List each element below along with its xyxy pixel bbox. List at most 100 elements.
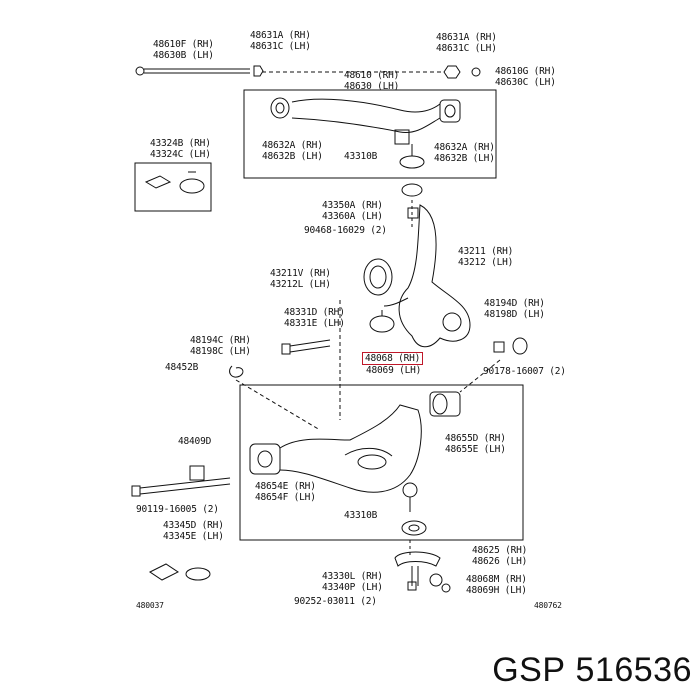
label-l18: 48452B [165, 362, 198, 373]
upper-nut-right [443, 65, 481, 79]
label-l22-line2: 48654F (LH) [255, 492, 316, 503]
label-l19: 90178-16007 (2) [483, 366, 566, 377]
lower-bolt-long [131, 465, 231, 497]
clip-48452b [229, 365, 244, 378]
hub-seal-ring [363, 258, 393, 296]
label-l3: 48631A (RH) 48631C (LH) [436, 32, 497, 54]
label-l19-line1: 90178-16007 (2) [483, 366, 566, 377]
brand-name: GSP [492, 651, 566, 689]
steering-knuckle [383, 204, 471, 348]
label-l21-line2: 48655E (LH) [445, 444, 506, 455]
label-l27-line2: 43340P (LH) [322, 582, 383, 593]
label-l13: 43211V (RH) 43212L (LH) [270, 268, 331, 290]
bottom-kit-parts [149, 563, 211, 581]
label-l27-line1: 43330L (RH) [322, 571, 383, 582]
label-l31: 480762 [534, 600, 562, 611]
label-l10: 43350A (RH) 43360A (LH) [322, 200, 383, 222]
label-l9: 48632A (RH) 48632B (LH) [434, 142, 495, 164]
label-l9-line2: 48632B (LH) [434, 153, 495, 164]
label-l5-line2: 48630 (LH) [344, 81, 400, 92]
label-l7: 48632A (RH) 48632B (LH) [262, 140, 323, 162]
label-l14: 48331D (RH) 48331E (LH) [284, 307, 345, 329]
label-l1: 48610F (RH) 48630B (LH) [153, 39, 214, 61]
label-l14-line1: 48331D (RH) [284, 307, 345, 318]
label-l12-line2: 43212 (LH) [458, 257, 514, 268]
label-l2: 48631A (RH) 48631C (LH) [250, 30, 311, 52]
label-l3-line1: 48631A (RH) [436, 32, 497, 43]
label-l26-line1: 48625 (RH) [472, 545, 528, 556]
part-number: 516536 [575, 651, 692, 689]
leader-lower-right [459, 359, 501, 393]
label-l24-line2: 43345E (LH) [163, 531, 224, 542]
upper-arm-frame [243, 89, 497, 179]
bottom-ball-joint [394, 551, 451, 593]
label-l17: 48068 (RH) 48069 (LH) [362, 352, 424, 376]
label-l28-line2: 48069H (LH) [466, 585, 527, 596]
label-l22: 48654E (RH) 48654F (LH) [255, 481, 316, 503]
label-l15-line2: 48198D (LH) [484, 309, 545, 320]
label-l24-line1: 43345D (RH) [163, 520, 224, 531]
label-l20-line1: 48409D [178, 436, 212, 447]
upper-ball-joint [399, 144, 425, 197]
label-l10-line1: 43350A (RH) [322, 200, 383, 211]
label-l14-line2: 48331E (LH) [284, 318, 345, 329]
knuckle-ball-joint [369, 310, 395, 333]
label-l26-line2: 48626 (LH) [472, 556, 528, 567]
label-l21: 48655D (RH) 48655E (LH) [445, 433, 506, 455]
upper-control-arm [270, 97, 461, 145]
label-l5: 48610 (RH) 48630 (LH) [344, 70, 399, 92]
label-l23-line1: 90119-16005 (2) [136, 504, 219, 515]
label-l24: 43345D (RH) 43345E (LH) [163, 520, 224, 542]
label-l7-line1: 48632A (RH) [262, 140, 323, 151]
label-l30: 480037 [136, 600, 164, 611]
label-l27: 43330L (RH) 43340P (LH) [322, 571, 383, 593]
label-l16-line2: 48198C (LH) [190, 346, 251, 357]
label-l6-line2: 43324C (LH) [150, 149, 211, 160]
lower-ball-joint [401, 482, 427, 536]
label-l15-line1: 48194D (RH) [484, 298, 545, 309]
label-l2-line1: 48631A (RH) [250, 30, 311, 41]
label-l31-line1: 480762 [534, 601, 562, 610]
label-l23: 90119-16005 (2) [136, 504, 219, 515]
label-l22-line1: 48654E (RH) [255, 481, 316, 492]
label-l9-line1: 48632A (RH) [434, 142, 495, 153]
upper-bolt-left [135, 65, 264, 77]
label-l10-line2: 43360A (LH) [322, 211, 383, 222]
label-l15: 48194D (RH) 48198D (LH) [484, 298, 545, 320]
bushing-kit-frame [134, 162, 212, 212]
label-l16: 48194C (RH) 48198C (LH) [190, 335, 251, 357]
label-l28: 48068M (RH) 48069H (LH) [466, 574, 527, 596]
label-l29: 90252-03011 (2) [294, 596, 377, 607]
label-l28-line1: 48068M (RH) [466, 574, 527, 585]
label-l12-line1: 43211 (RH) [458, 246, 514, 257]
bushing-kit-parts [144, 171, 205, 194]
lower-nut-right [493, 337, 528, 355]
label-l6-line1: 43324B (RH) [150, 138, 211, 149]
label-l1-line2: 48630B (LH) [153, 50, 214, 61]
label-l7-line2: 48632B (LH) [262, 151, 323, 162]
label-l25-line1: 43310B [344, 510, 378, 521]
label-l12: 43211 (RH) 43212 (LH) [458, 246, 513, 268]
label-l25: 43310B [344, 510, 377, 521]
label-l18-line1: 48452B [165, 362, 199, 373]
label-l30-line1: 480037 [136, 601, 164, 610]
label-l8-line1: 43310B [344, 151, 378, 162]
lower-control-arm [249, 391, 461, 493]
label-l11-line1: 90468-16029 (2) [304, 225, 387, 236]
label-l4-line1: 48610G (RH) [495, 66, 556, 77]
label-l4-line2: 48630C (LH) [495, 77, 556, 88]
label-l3-line2: 48631C (LH) [436, 43, 497, 54]
leader-upper-left [235, 379, 321, 431]
label-l26: 48625 (RH) 48626 (LH) [472, 545, 527, 567]
label-l21-line1: 48655D (RH) [445, 433, 506, 444]
label-l29-line1: 90252-03011 (2) [294, 596, 377, 607]
lower-bolt-top [281, 339, 331, 355]
label-l6: 43324B (RH) 43324C (LH) [150, 138, 211, 160]
label-l20: 48409D [178, 436, 211, 447]
label-l5-line1: 48610 (RH) [344, 70, 400, 81]
label-l17-line1-highlighted: 48068 (RH) [362, 352, 424, 365]
label-l13-line2: 43212L (LH) [270, 279, 331, 290]
